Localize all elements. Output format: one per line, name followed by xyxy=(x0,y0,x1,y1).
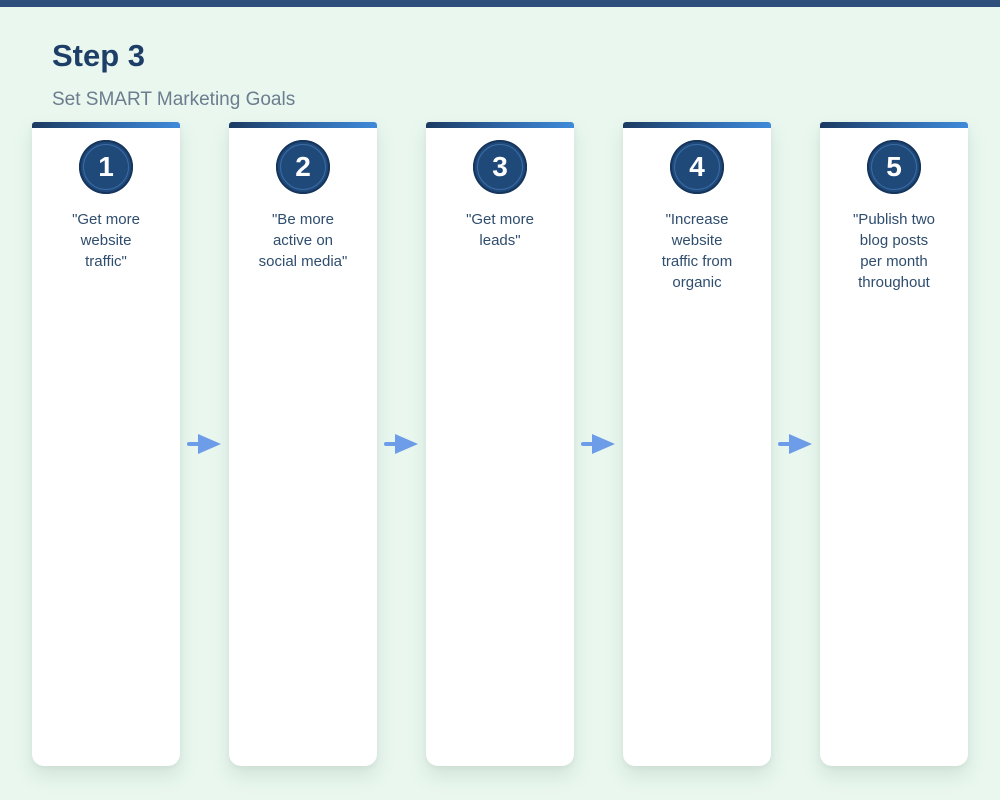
step-label-line: "Get more xyxy=(72,211,140,228)
page-top-bar xyxy=(0,0,1000,7)
step-label-line: blog posts xyxy=(859,232,929,249)
step-label-line: leads" xyxy=(479,232,521,249)
step-label-line: website xyxy=(671,232,723,249)
step-card: 3 "Get more leads" xyxy=(426,122,574,766)
step-number-badge: 2 xyxy=(276,140,330,194)
step-label-line: "Publish two xyxy=(852,211,936,228)
step-label: "Increase website traffic from organic xyxy=(662,209,733,293)
right-arrow-icon xyxy=(777,434,812,454)
step-label: "Get more website traffic" xyxy=(72,209,140,272)
step-number: 4 xyxy=(689,151,705,182)
step-label-line: organic xyxy=(672,274,722,291)
step-label-line: traffic from xyxy=(661,253,733,270)
step-label-line: throughout xyxy=(858,274,930,291)
step-card: 4 "Increase website traffic from organic xyxy=(623,122,771,766)
step-label-line: "Get more xyxy=(466,211,534,228)
step-label-line: website xyxy=(80,232,132,249)
arrow-gap xyxy=(574,122,623,766)
step-label-line: traffic" xyxy=(85,253,127,270)
step-card-accent-strip xyxy=(229,122,377,128)
step-card-accent-strip xyxy=(820,122,968,128)
step-label-line: active on xyxy=(272,232,334,249)
step-label-line: social media" xyxy=(258,253,348,270)
step-label: "Publish two blog posts per month throughou… xyxy=(853,209,935,293)
page-title: Step 3 xyxy=(52,38,146,73)
arrow-gap xyxy=(771,122,820,766)
step-number-badge: 5 xyxy=(867,140,921,194)
step-number-badge: 4 xyxy=(670,140,724,194)
step-label: "Get more leads" xyxy=(466,209,534,251)
steps-flow: 1 "Get more website traffic" 2 "Be more act… xyxy=(0,122,1000,766)
step-card-accent-strip xyxy=(426,122,574,128)
step-number: 3 xyxy=(492,151,508,182)
arrow-gap xyxy=(180,122,229,766)
page-subtitle: Set SMART Marketing Goals xyxy=(52,89,296,110)
step-card-body: 1 "Get more website traffic" xyxy=(32,128,180,766)
step-card: 2 "Be more active on social media" xyxy=(229,122,377,766)
step-card-body: 2 "Be more active on social media" xyxy=(229,128,377,766)
step-card: 5 "Publish two blog posts per month through… xyxy=(820,122,968,766)
step-label-line: per month xyxy=(860,253,928,270)
step-label: "Be more active on social media" xyxy=(259,209,348,272)
step-card-accent-strip xyxy=(623,122,771,128)
step-number: 1 xyxy=(98,151,114,182)
step-card-body: 4 "Increase website traffic from organic xyxy=(623,128,771,766)
step-card: 1 "Get more website traffic" xyxy=(32,122,180,766)
step-label-line: "Be more xyxy=(271,211,334,228)
right-arrow-icon xyxy=(383,434,418,454)
step-card-accent-strip xyxy=(32,122,180,128)
step-number: 2 xyxy=(295,151,311,182)
step-number-badge: 1 xyxy=(79,140,133,194)
step-card-body: 3 "Get more leads" xyxy=(426,128,574,766)
arrow-gap xyxy=(377,122,426,766)
step-card-body: 5 "Publish two blog posts per month through… xyxy=(820,128,968,766)
step-label-line: "Increase xyxy=(665,211,729,228)
right-arrow-icon xyxy=(186,434,221,454)
step-number: 5 xyxy=(886,151,902,182)
step-number-badge: 3 xyxy=(473,140,527,194)
right-arrow-icon xyxy=(580,434,615,454)
